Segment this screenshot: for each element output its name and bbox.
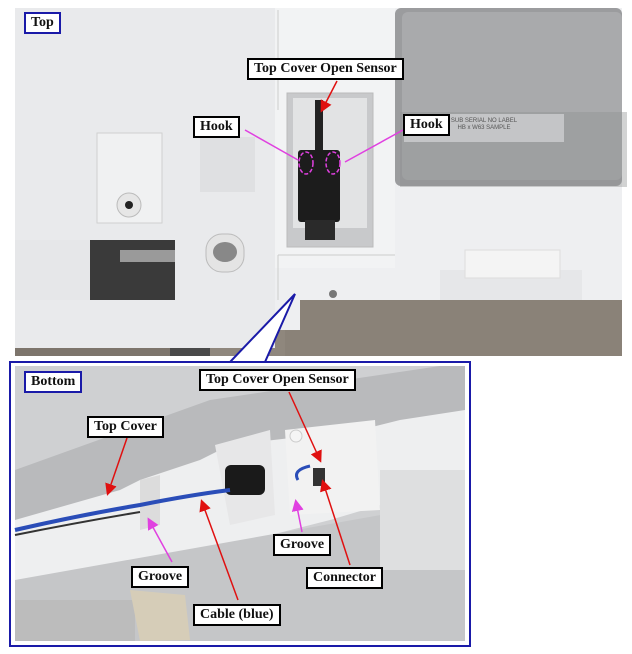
sticker-line-1: SUB SERIAL NO LABEL xyxy=(450,118,518,124)
arrow-bottom-sensor xyxy=(288,391,322,463)
bottom-view-title: Bottom xyxy=(24,371,83,393)
arrow-groove-right xyxy=(291,499,304,533)
groove-left-label: Groove xyxy=(131,566,190,588)
arrow-top-sensor xyxy=(320,80,338,113)
hook-right-marker xyxy=(325,151,341,175)
hook-left-label: Hook xyxy=(193,116,240,138)
line-hook-right xyxy=(344,129,404,163)
top-sensor-label: Top Cover Open Sensor xyxy=(247,58,404,80)
blue-cable xyxy=(14,488,231,532)
groove-right-label: Groove xyxy=(273,534,332,556)
hook-left-marker xyxy=(298,151,314,175)
serial-sticker: SUB SERIAL NO LABEL HB x W63 SAMPLE xyxy=(405,118,563,132)
top-view-title: Top xyxy=(24,12,61,34)
bottom-photo xyxy=(9,361,471,647)
hook-right-label: Hook xyxy=(403,114,450,136)
arrow-cable xyxy=(199,499,239,601)
arrow-connector xyxy=(320,479,351,566)
connector-label: Connector xyxy=(306,567,383,589)
top-cover-label: Top Cover xyxy=(87,416,164,438)
arrow-groove-left xyxy=(147,517,173,563)
sticker-line-2: HB x W63 SAMPLE xyxy=(457,125,511,131)
arrow-top-cover xyxy=(105,437,128,496)
bottom-sensor-label: Top Cover Open Sensor xyxy=(199,369,356,391)
cable-label: Cable (blue) xyxy=(193,604,281,626)
line-hook-left xyxy=(244,129,299,161)
